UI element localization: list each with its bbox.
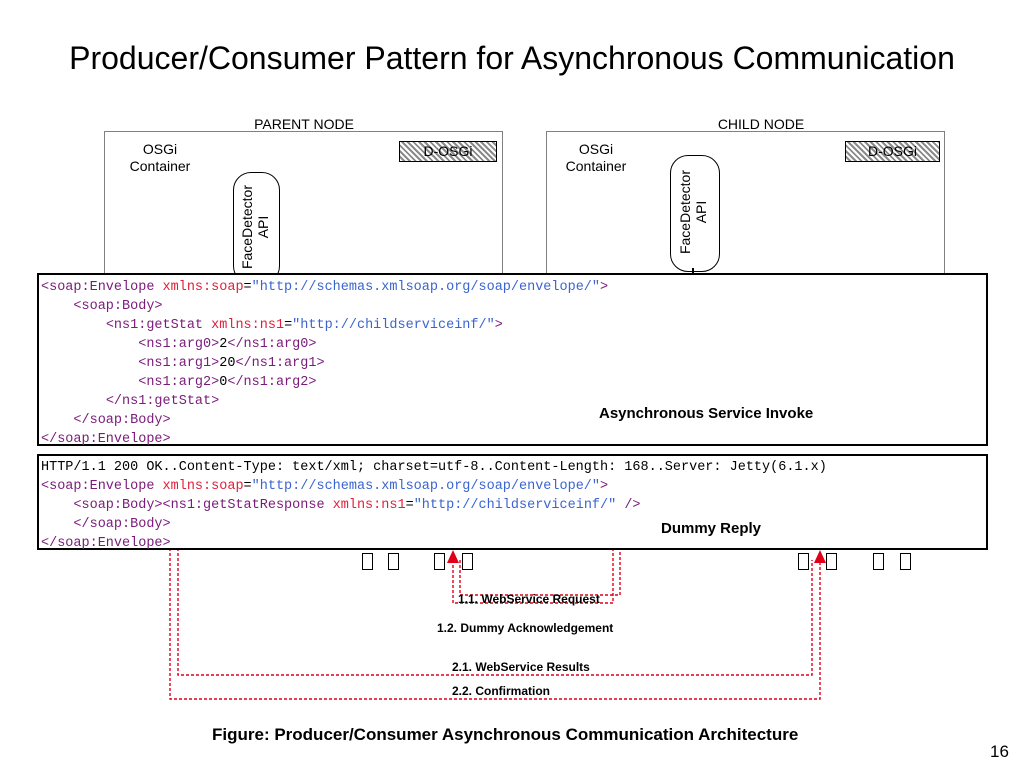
request-code-line: </ns1:getStat> (41, 392, 608, 411)
child-api-connector (692, 268, 694, 276)
request-code-token: = (243, 280, 252, 295)
request-soap-code: <soap:Envelope xmlns:soap="http://schema… (41, 278, 608, 449)
request-code-token: </soap:Envelope> (41, 432, 171, 447)
reply-code-token: xmlns:ns1 (332, 498, 406, 513)
reply-code-line: <soap:Envelope xmlns:soap="http://schema… (41, 477, 827, 496)
request-code-token: </ns1:getStat> (105, 394, 220, 409)
parent-facedetector-api (233, 172, 280, 284)
reply-code-token: HTTP/1.1 200 OK..Content-Type: text/xml;… (41, 460, 827, 475)
request-code-line: <soap:Body> (41, 297, 608, 316)
request-code-token: </soap:Body> (73, 413, 171, 428)
request-code-token: <ns1:arg2> (138, 375, 220, 390)
arrowhead-2 (814, 550, 826, 563)
connector-square (362, 553, 373, 570)
reply-code-token: "http://childserviceinf/" (413, 498, 617, 513)
connector-square (873, 553, 884, 570)
request-code-line: <ns1:arg1>20</ns1:arg1> (41, 354, 608, 373)
reply-code-token: = (243, 479, 252, 494)
request-code-token: <soap:Body> (73, 299, 163, 314)
request-code-token: "http://schemas.xmlsoap.org/soap/envelop… (251, 280, 601, 295)
reply-soap-box: HTTP/1.1 200 OK..Content-Type: text/xml;… (37, 454, 988, 553)
reply-soap-code: HTTP/1.1 200 OK..Content-Type: text/xml;… (41, 458, 827, 553)
request-code-token: 2 (219, 337, 228, 352)
request-code-token: </ns1:arg1> (235, 356, 325, 371)
reply-caption: Dummy Reply (661, 520, 762, 537)
child-facedetector-api (670, 155, 720, 272)
parent-osgi-line1: OSGi (142, 141, 178, 157)
reply-code-line: HTTP/1.1 200 OK..Content-Type: text/xml;… (41, 458, 827, 477)
reply-code-token: = (405, 498, 414, 513)
request-code-token: 0 (219, 375, 228, 390)
connector-square (462, 553, 473, 570)
flow-label-1-2: 1.2. Dummy Acknowledgement (437, 621, 614, 635)
reply-code-token: "http://schemas.xmlsoap.org/soap/envelop… (251, 479, 601, 494)
reply-code-token: <soap:Body><ns1:getStatResponse (73, 498, 333, 513)
request-caption: Asynchronous Service Invoke (599, 405, 814, 422)
request-code-line: </soap:Body> (41, 411, 608, 430)
reply-code-token: xmlns:soap (162, 479, 244, 494)
figure-caption: Figure: Producer/Consumer Asynchronous C… (212, 725, 799, 744)
request-code-line: <ns1:getStat xmlns:ns1="http://childserv… (41, 316, 608, 335)
request-code-token: </ns1:arg0> (227, 337, 317, 352)
parent-dosgi-badge: D-OSGi (399, 141, 497, 162)
request-code-token: xmlns:soap (162, 280, 244, 295)
reply-code-token: /> (616, 498, 641, 513)
request-code-token: xmlns:ns1 (211, 318, 285, 333)
request-code-token: > (600, 280, 609, 295)
connector-square (900, 553, 911, 570)
request-soap-box: <soap:Envelope xmlns:soap="http://schema… (37, 273, 988, 449)
child-dosgi-badge: D-OSGi (845, 141, 940, 162)
child-node-label: CHILD NODE (717, 116, 805, 132)
reply-code-line: </soap:Envelope> (41, 534, 827, 553)
flow-line-2-1 (177, 548, 813, 676)
request-code-line: <soap:Envelope xmlns:soap="http://schema… (41, 278, 608, 297)
parent-osgi-container: OSGi Container (110, 141, 210, 175)
reply-code-token: > (600, 479, 609, 494)
request-code-line: <ns1:arg2>0</ns1:arg2> (41, 373, 608, 392)
flow-line-2-2 (169, 548, 821, 700)
reply-code-token: </soap:Envelope> (41, 536, 171, 551)
flow-label-2-2: 2.2. Confirmation (452, 684, 551, 698)
request-code-token: <soap:Envelope (41, 280, 163, 295)
parent-osgi-line2: Container (129, 158, 191, 174)
parent-node-label: PARENT NODE (254, 116, 354, 132)
connector-square (798, 553, 809, 570)
flow-label-1-1: 1.1. WebService Request (458, 592, 600, 606)
request-code-line: <ns1:arg0>2</ns1:arg0> (41, 335, 608, 354)
request-code-token: </ns1:arg2> (227, 375, 317, 390)
reply-code-line: <soap:Body><ns1:getStatResponse xmlns:ns… (41, 496, 827, 515)
child-osgi-line1: OSGi (578, 141, 614, 157)
child-osgi-line2: Container (565, 158, 627, 174)
request-code-token: = (284, 318, 293, 333)
connector-square (826, 553, 837, 570)
arrowhead-1 (447, 550, 459, 563)
request-code-line: </soap:Envelope> (41, 430, 608, 449)
request-code-token: 20 (219, 356, 236, 371)
request-code-token: <ns1:getStat (105, 318, 212, 333)
flow-line-1-1 (452, 548, 614, 604)
connector-square (388, 553, 399, 570)
page-number: 16 (990, 742, 1009, 761)
reply-code-token: <soap:Envelope (41, 479, 163, 494)
request-code-token: "http://childserviceinf/" (292, 318, 495, 333)
request-code-token: <ns1:arg1> (138, 356, 220, 371)
reply-code-token: </soap:Body> (73, 517, 171, 532)
flow-line-1-2 (459, 548, 621, 596)
request-code-token: <ns1:arg0> (138, 337, 220, 352)
request-code-token: > (494, 318, 503, 333)
flow-label-2-1: 2.1. WebService Results (452, 660, 590, 674)
connector-square (434, 553, 445, 570)
child-osgi-container: OSGi Container (546, 141, 646, 175)
slide-title: Producer/Consumer Pattern for Asynchrono… (69, 40, 955, 76)
reply-code-line: </soap:Body> (41, 515, 827, 534)
